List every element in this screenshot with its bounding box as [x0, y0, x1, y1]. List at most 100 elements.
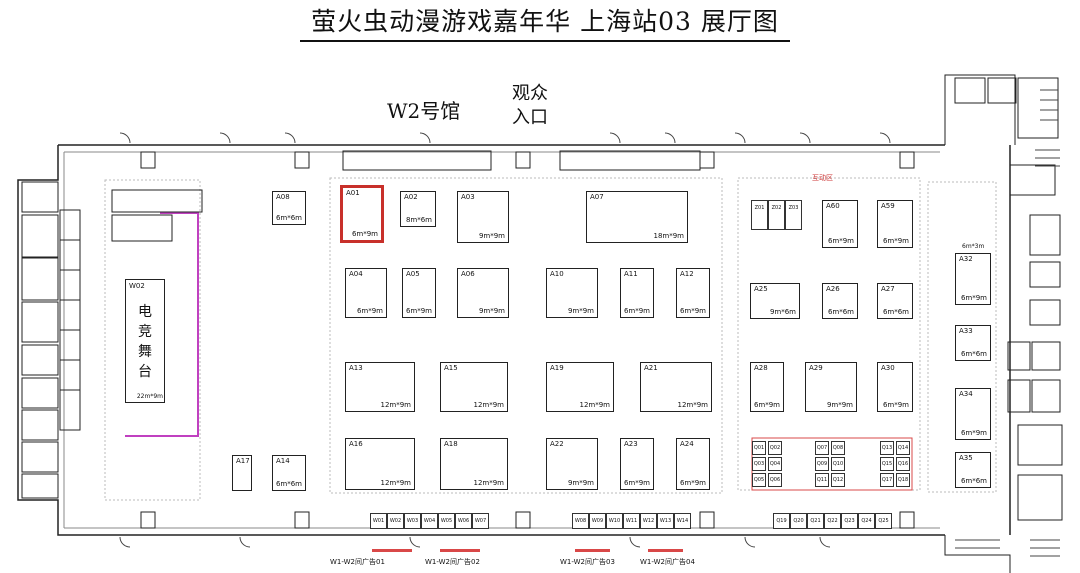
booth-q08[interactable]: Q08 [831, 441, 845, 455]
booth-q24[interactable]: Q24 [858, 513, 875, 529]
booth-w06[interactable]: W06 [455, 513, 472, 529]
booth-q15[interactable]: Q15 [880, 457, 894, 471]
booth-w03[interactable]: W03 [404, 513, 421, 529]
booth-size: 8m*6m [405, 216, 432, 224]
booth-size: 9m*9m [478, 307, 505, 315]
booth-w02[interactable]: W02 [387, 513, 404, 529]
page-title: 萤火虫动漫游戏嘉年华 上海站03 展厅图 [311, 7, 779, 36]
booth-size: 6m*9m [623, 307, 650, 315]
booth-q22[interactable]: Q22 [824, 513, 841, 529]
booth-id: A28 [754, 364, 768, 372]
esports-stage[interactable]: W02 电 竞 舞 台 22m*9m [125, 279, 165, 403]
booth-a06[interactable]: A06 9m*9m [457, 268, 509, 318]
booth-id: A25 [754, 285, 768, 293]
booth-q17[interactable]: Q17 [880, 473, 894, 487]
booth-id: A16 [349, 440, 363, 448]
booth-w13[interactable]: W13 [657, 513, 674, 529]
booth-q25[interactable]: Q25 [875, 513, 892, 529]
booth-q12[interactable]: Q12 [831, 473, 845, 487]
booth-w11[interactable]: W11 [623, 513, 640, 529]
booth-w07[interactable]: W07 [472, 513, 489, 529]
stage-name: 电 竞 舞 台 [138, 304, 152, 380]
booth-size: 6m*9m [960, 294, 987, 302]
booth-z01[interactable]: Z01 [751, 200, 768, 230]
booth-q07[interactable]: Q07 [815, 441, 829, 455]
booth-q01[interactable]: Q01 [752, 441, 766, 455]
booth-a33[interactable]: A33 6m*6m [955, 325, 991, 361]
booth-q10[interactable]: Q10 [831, 457, 845, 471]
booth-q14[interactable]: Q14 [896, 441, 910, 455]
booth-id: A33 [959, 327, 973, 335]
booth-id: A13 [349, 364, 363, 372]
booth-z02[interactable]: Z02 [768, 200, 785, 230]
booth-q02[interactable]: Q02 [768, 441, 782, 455]
booth-z03[interactable]: Z03 [785, 200, 802, 230]
booth-q05[interactable]: Q05 [752, 473, 766, 487]
booth-w01[interactable]: W01 [370, 513, 387, 529]
booth-w05[interactable]: W05 [438, 513, 455, 529]
booth-id: A30 [881, 364, 895, 372]
booth-w10[interactable]: W10 [606, 513, 623, 529]
booth-q11[interactable]: Q11 [815, 473, 829, 487]
booth-w04[interactable]: W04 [421, 513, 438, 529]
booth-q23[interactable]: Q23 [841, 513, 858, 529]
booth-w14[interactable]: W14 [674, 513, 691, 529]
booth-size: 6m*9m [679, 307, 706, 315]
booth-id: A11 [624, 270, 638, 278]
ad-bar [440, 549, 480, 552]
booth-q19[interactable]: Q19 [773, 513, 790, 529]
booth-q16[interactable]: Q16 [896, 457, 910, 471]
booth-q03[interactable]: Q03 [752, 457, 766, 471]
booth-q13[interactable]: Q13 [880, 441, 894, 455]
booth-q18[interactable]: Q18 [896, 473, 910, 487]
booth-q09[interactable]: Q09 [815, 457, 829, 471]
booth-q04[interactable]: Q04 [768, 457, 782, 471]
booth-w12[interactable]: W12 [640, 513, 657, 529]
booth-size: 18m*9m [653, 232, 685, 240]
booth-w09[interactable]: W09 [589, 513, 606, 529]
booth-q21[interactable]: Q21 [807, 513, 824, 529]
booth-id: A22 [550, 440, 564, 448]
audience-entrance-label: 观众 入口 [512, 83, 548, 128]
booth-q20[interactable]: Q20 [790, 513, 807, 529]
booth-a17[interactable]: A17 [232, 455, 252, 491]
booth-id: A26 [826, 285, 840, 293]
booth-id: A06 [461, 270, 475, 278]
hall-label: W2号馆 [387, 99, 461, 123]
booth-q06[interactable]: Q06 [768, 473, 782, 487]
booth-id: A34 [959, 390, 973, 398]
booth-w08[interactable]: W08 [572, 513, 589, 529]
booth-size: 6m*6m [960, 350, 987, 358]
booth-a11[interactable]: A11 6m*9m [620, 268, 654, 318]
